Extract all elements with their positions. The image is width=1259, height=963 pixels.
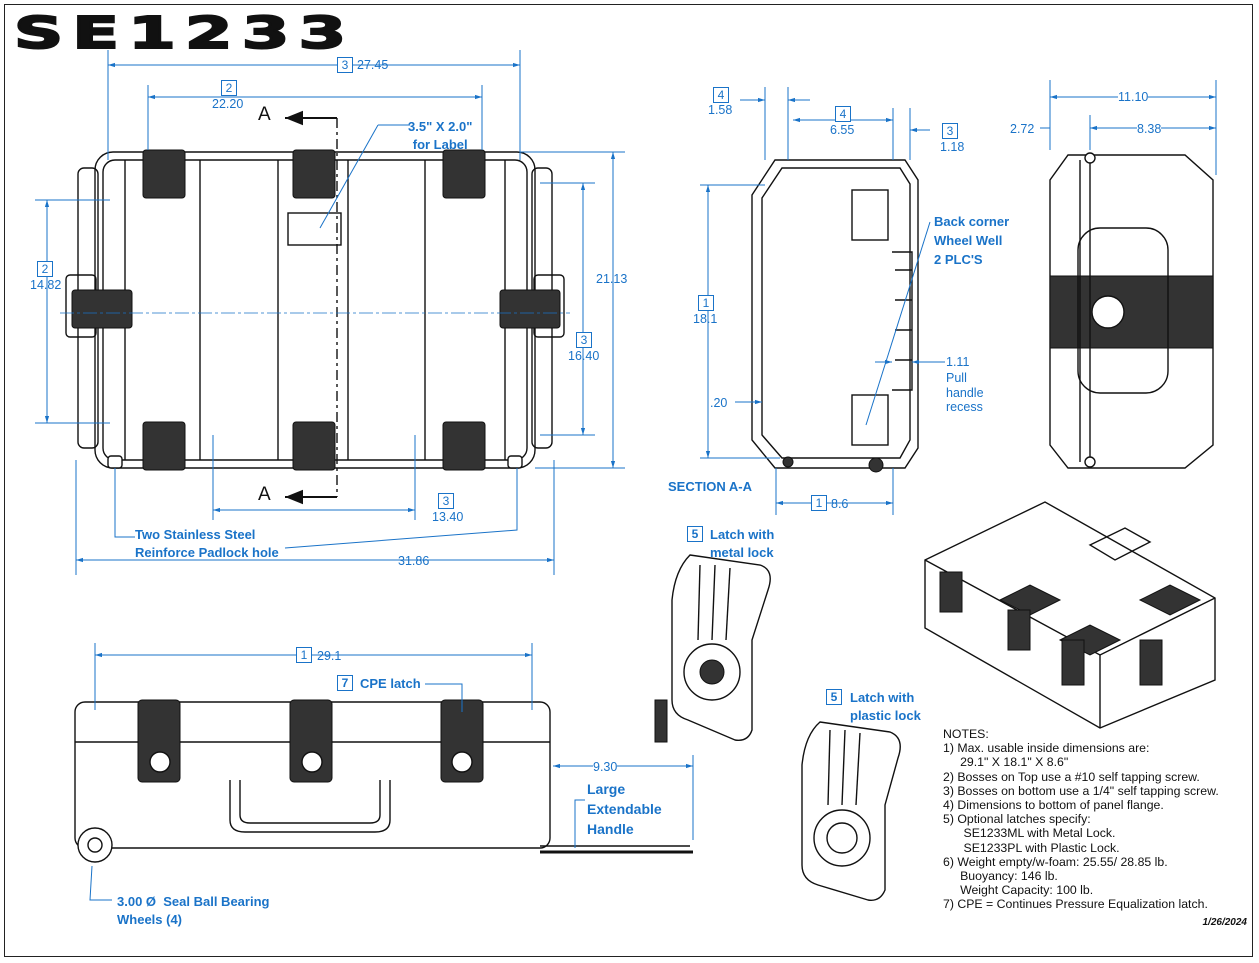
pull-handle-note: Pull handle recess — [946, 371, 984, 414]
dim-22-20: 22.20 — [212, 97, 244, 111]
dim-ref-18-1: 1 — [698, 295, 714, 311]
model-title: SE1233 — [12, 7, 356, 60]
dim-ref-8-6: 1 — [811, 495, 827, 511]
front-view — [74, 699, 693, 863]
dim-ref-plastic-latch: 5 — [826, 689, 842, 705]
isometric-view — [924, 501, 1216, 729]
section-view-dimensions — [700, 87, 945, 515]
dim-1-58: 1.58 — [708, 103, 733, 117]
dim-ref-14-82: 2 — [37, 261, 53, 277]
dim-ref-metal-latch: 5 — [687, 526, 703, 542]
metal-lock-latch — [654, 554, 771, 743]
section-marker-top: A — [258, 104, 271, 125]
side-view — [1049, 152, 1214, 469]
dim-2-72: 2.72 — [1010, 122, 1035, 136]
dim-8-6: 8.6 — [831, 497, 849, 511]
sheet-border — [4, 4, 1253, 957]
dim-1-18: 1.18 — [940, 140, 965, 154]
cpe-latch-label: CPE latch — [360, 676, 421, 691]
dim-6-55: 6.55 — [830, 123, 855, 137]
section-caption: SECTION A-A — [668, 479, 753, 494]
dim-ref-29-1: 1 — [296, 647, 312, 663]
revision-date: 1/26/2024 — [1202, 917, 1248, 928]
dim-ref-1-58: 4 — [713, 87, 729, 103]
dim-1-11: 1.11 — [946, 355, 970, 369]
dim-8-38: 8.38 — [1137, 122, 1162, 137]
dim-14-82: 14.82 — [30, 278, 62, 292]
dim-29-1: 29.1 — [317, 649, 342, 663]
wheel-well-note: Back corner Wheel Well 2 PLC'S — [934, 214, 1010, 267]
dim-16-40: 16.40 — [568, 349, 600, 363]
padlock-note: Two Stainless Steel Reinforce Padlock ho… — [135, 527, 279, 560]
dim-31-86: 31.86 — [398, 554, 430, 568]
dim-11-10: 11.10 — [1118, 90, 1149, 105]
plastic-lock-latch — [801, 721, 901, 901]
metal-latch-label: Latch with metal lock — [710, 527, 775, 560]
dim-13-40: 13.40 — [432, 510, 464, 524]
dim-ref-cpe: 7 — [337, 675, 353, 691]
dim-ref-22-20: 2 — [221, 80, 237, 96]
dim-ref-13-40: 3 — [438, 493, 454, 509]
dim-ref-16-40: 3 — [576, 332, 592, 348]
section-marker-bottom: A — [258, 484, 271, 505]
label-area-note: 3.5" X 2.0" for Label — [408, 119, 473, 152]
top-view-dimensions — [35, 50, 625, 575]
section-view — [751, 159, 919, 473]
notes-block: NOTES: 1) Max. usable inside dimensions … — [943, 727, 1219, 912]
front-view-dimensions — [89, 643, 694, 901]
wheels-note: 3.00 Ø Seal Ball Bearing Wheels (4) — [117, 894, 270, 927]
dim-ref-27-45: 3 — [337, 57, 353, 73]
plastic-latch-label: Latch with plastic lock — [850, 690, 921, 723]
dim-0-20: .20 — [710, 396, 728, 410]
dim-9-30: 9.30 — [593, 760, 618, 775]
top-view — [60, 110, 570, 505]
dim-18-1: 18.1 — [693, 312, 718, 326]
dim-ref-1-18: 3 — [942, 123, 958, 139]
dim-ref-6-55: 4 — [835, 106, 851, 122]
dim-27-45: 27.45 — [357, 58, 389, 72]
dim-21-13: 21.13 — [596, 272, 628, 286]
extendable-handle-note: Large Extendable Handle — [587, 781, 662, 837]
